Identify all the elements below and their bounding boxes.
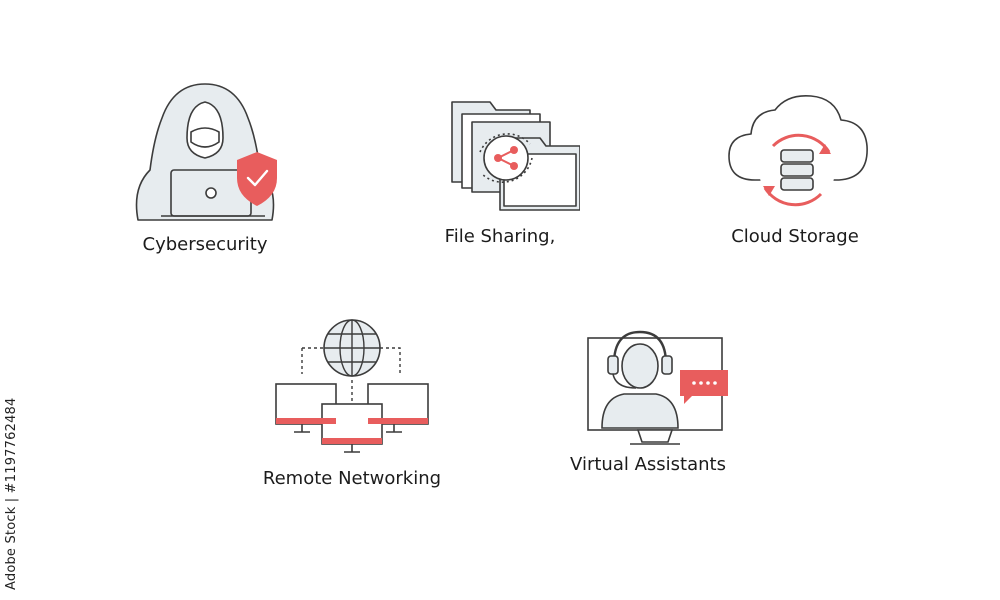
cloud-storage-label: Cloud Storage: [731, 226, 859, 247]
monitor-headset-chat-icon: [587, 330, 728, 445]
file-sharing-label: File Sharing,: [444, 226, 556, 247]
remote-networking-label: Remote Networking: [262, 468, 442, 489]
virtual-assistants-item: Virtual Assistants: [548, 318, 748, 475]
hacker-laptop-shield-icon: [135, 83, 277, 221]
cloud-database-sync-icon: [728, 94, 868, 208]
file-sharing-item: File Sharing,: [400, 92, 600, 247]
cybersecurity-item: Cybersecurity: [105, 78, 305, 255]
remote-networking-item: Remote Networking: [252, 312, 452, 489]
stock-watermark-id: Adobe Stock | #1197762484: [4, 397, 19, 590]
cybersecurity-label: Cybersecurity: [142, 234, 268, 255]
virtual-assistants-label: Virtual Assistants: [570, 454, 726, 475]
cloud-storage-item: Cloud Storage: [695, 88, 895, 247]
globe-network-computers-icon: [275, 319, 429, 453]
shared-folders-icon: [451, 101, 580, 211]
